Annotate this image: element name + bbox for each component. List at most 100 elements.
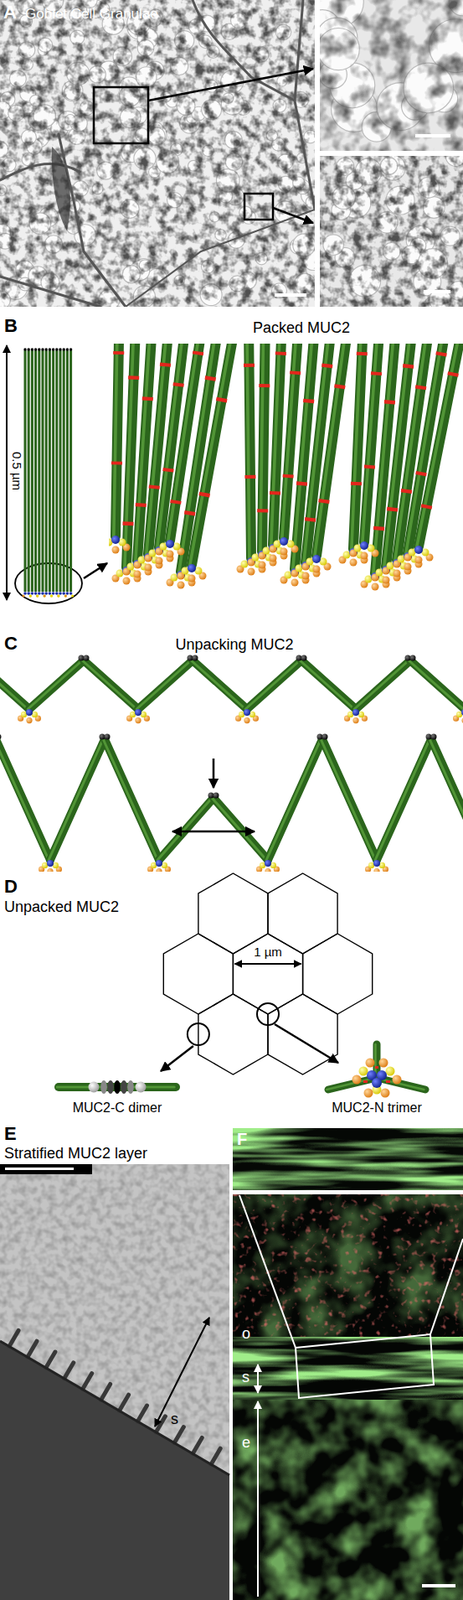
push-arrow xyxy=(212,757,216,788)
n-terminus xyxy=(41,591,45,595)
mucin-rod xyxy=(66,349,69,592)
pointer-arrow xyxy=(160,1044,194,1071)
vwd-domain xyxy=(359,1065,369,1076)
c-terminus xyxy=(410,654,417,661)
rod-highlight xyxy=(408,659,463,709)
microvillus xyxy=(82,1372,93,1389)
rod-highlight xyxy=(282,343,296,538)
red-band xyxy=(356,351,368,355)
vwd-domain xyxy=(365,1057,376,1067)
inset-texture xyxy=(319,155,463,307)
red-band xyxy=(373,525,385,530)
vwd-domain xyxy=(43,594,47,597)
n-terminus xyxy=(66,591,70,595)
vwd-domain xyxy=(264,867,271,871)
c-terminus xyxy=(37,347,41,350)
region-label: s xyxy=(170,1409,179,1426)
mucin-rod xyxy=(376,738,432,860)
red-band xyxy=(363,1079,368,1082)
fluorescence-texture xyxy=(232,1126,463,1189)
cell-membrane xyxy=(0,1339,230,1474)
vwd-domain xyxy=(393,569,402,577)
dimension-arrow xyxy=(5,344,8,600)
mucin-rod xyxy=(55,349,58,592)
red-band xyxy=(243,363,255,367)
vwd-domain xyxy=(144,563,153,572)
panel-title: Unpacking MUC2 xyxy=(174,636,294,652)
n-terminus xyxy=(25,708,33,716)
n-terminus xyxy=(48,591,52,595)
microvillus xyxy=(9,1328,19,1345)
panel-letter: E xyxy=(4,1123,17,1143)
panel-letter: A xyxy=(3,3,17,22)
membrane-line xyxy=(125,209,315,307)
vwd-domain xyxy=(258,560,267,569)
microvillus xyxy=(174,1425,184,1442)
c-terminus xyxy=(322,733,329,740)
zoom-box xyxy=(244,193,273,220)
rod-highlight xyxy=(27,659,83,709)
red-band xyxy=(386,507,398,511)
mucin-rod xyxy=(69,349,73,592)
vwd-domain xyxy=(352,1074,362,1084)
vwd-domain xyxy=(155,867,162,871)
mucin-rod xyxy=(24,349,27,592)
vwd-domain xyxy=(56,594,60,597)
mucin-rod xyxy=(191,343,233,565)
rod-highlight xyxy=(416,343,458,546)
c-terminus xyxy=(62,347,66,350)
rod-highlight xyxy=(48,738,103,860)
vwd-domain xyxy=(349,558,358,566)
c-terminus xyxy=(55,347,58,350)
vwd-domain xyxy=(57,594,61,597)
red-band xyxy=(334,384,346,388)
vwd-domain xyxy=(379,1057,389,1067)
c-terminus xyxy=(426,733,433,740)
dimer-disc xyxy=(100,1079,108,1093)
vwd-domain xyxy=(50,594,53,597)
red-band xyxy=(122,521,134,525)
mucin-rod xyxy=(27,349,31,592)
highlight-circle xyxy=(187,1022,210,1045)
vwd-domain xyxy=(134,716,141,723)
vwd-domain xyxy=(155,556,164,565)
n-terminus xyxy=(30,591,35,595)
trimer-icon xyxy=(326,1043,426,1097)
packed-zoom xyxy=(108,343,460,591)
n-terminus xyxy=(111,535,120,544)
n-terminus xyxy=(34,591,38,595)
red-band xyxy=(142,396,154,401)
zoom-line xyxy=(430,1237,463,1333)
microvillus xyxy=(210,1446,221,1463)
n-terminus xyxy=(165,539,175,548)
panel-letter: F xyxy=(236,1129,247,1147)
unpacking-chains xyxy=(0,654,463,872)
red-band xyxy=(216,397,228,402)
vwd-domain xyxy=(392,1074,402,1084)
panel-letter: C xyxy=(4,633,18,653)
c-terminus xyxy=(104,733,111,740)
thickness-arrow xyxy=(257,1363,259,1392)
vwd-domain xyxy=(188,574,196,582)
vwd-domain xyxy=(382,576,391,584)
hexagon-cell xyxy=(303,932,373,1014)
mucin-rod xyxy=(0,659,30,709)
epithelial-cell xyxy=(0,1339,230,1599)
vwd-domain xyxy=(177,581,186,589)
red-band xyxy=(304,517,316,521)
mucin-rod xyxy=(59,349,62,592)
microvillus xyxy=(27,1339,37,1356)
red-band xyxy=(447,372,459,376)
red-band xyxy=(370,371,382,376)
dimension-label: 0.5 µm xyxy=(10,451,24,490)
c-terminus xyxy=(405,654,412,661)
direction-arrow xyxy=(257,1399,259,1595)
rod-highlight xyxy=(375,738,430,860)
vwd-domain xyxy=(247,567,256,576)
c-terminus xyxy=(192,654,199,661)
n-terminus xyxy=(26,591,31,595)
vwd-domain xyxy=(352,716,359,723)
red-band xyxy=(184,510,196,515)
n-terminus xyxy=(69,591,73,595)
micrograph-panel xyxy=(0,1162,230,1599)
